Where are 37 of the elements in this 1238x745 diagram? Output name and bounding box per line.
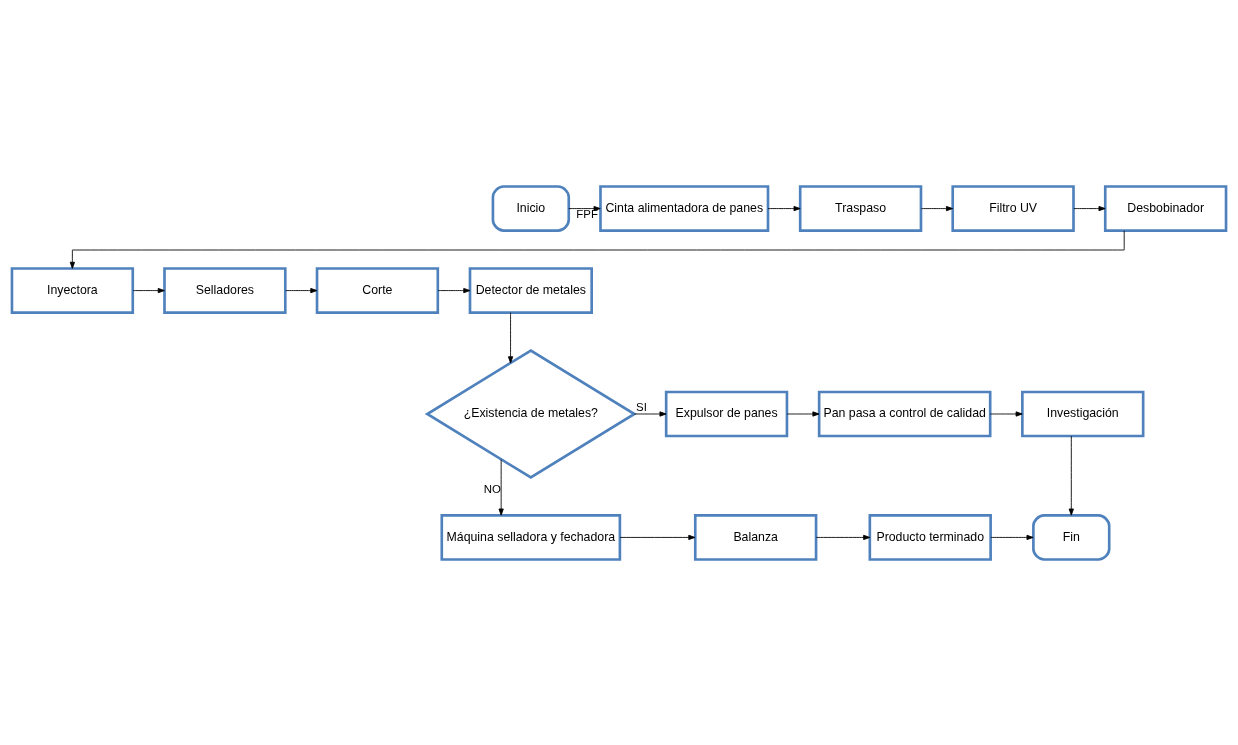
arrow (920, 205, 954, 211)
node-box: Cinta alimentadora de panes (599, 184, 770, 232)
arrow (1073, 205, 1106, 211)
node-box: Expulsor de panes (664, 390, 789, 437)
node-box: Detector de metales (468, 266, 593, 314)
arrow (507, 311, 514, 363)
arrow (498, 458, 504, 516)
node-box: Traspaso (798, 184, 923, 232)
arrow (132, 287, 165, 293)
arrow (437, 287, 471, 293)
node-box: Inyectora (10, 266, 135, 314)
node-diamond: ¿Existencia de metales? (424, 348, 637, 479)
arrow (69, 229, 1125, 269)
edge-label: FPF (576, 207, 598, 220)
node-box: Inicio (491, 184, 571, 232)
arrow (815, 534, 871, 540)
arrow (285, 287, 318, 293)
arrow (634, 410, 667, 417)
node-box: Pan pasa a control de calidad (817, 390, 992, 437)
node-box: Desbobinador (1103, 184, 1228, 232)
node-box: Máquina selladora y fechadora (440, 513, 622, 561)
node-box: Balanza (693, 513, 818, 561)
node-box: Selladores (163, 266, 287, 314)
node-box: Fin (1032, 513, 1111, 561)
arrow (568, 205, 601, 211)
arrow (990, 534, 1034, 540)
arrow (1068, 435, 1074, 516)
arrow (989, 410, 1023, 417)
node-box: Investigación (1021, 390, 1145, 437)
edge-label: NO (483, 482, 501, 495)
node-box: Corte (315, 266, 440, 314)
node-box: Producto terminado (868, 513, 992, 561)
arrow (786, 410, 820, 417)
arrow (619, 534, 696, 540)
edge-label: SI (636, 400, 647, 413)
arrow (767, 205, 801, 211)
node-box: Filtro UV (951, 184, 1075, 232)
